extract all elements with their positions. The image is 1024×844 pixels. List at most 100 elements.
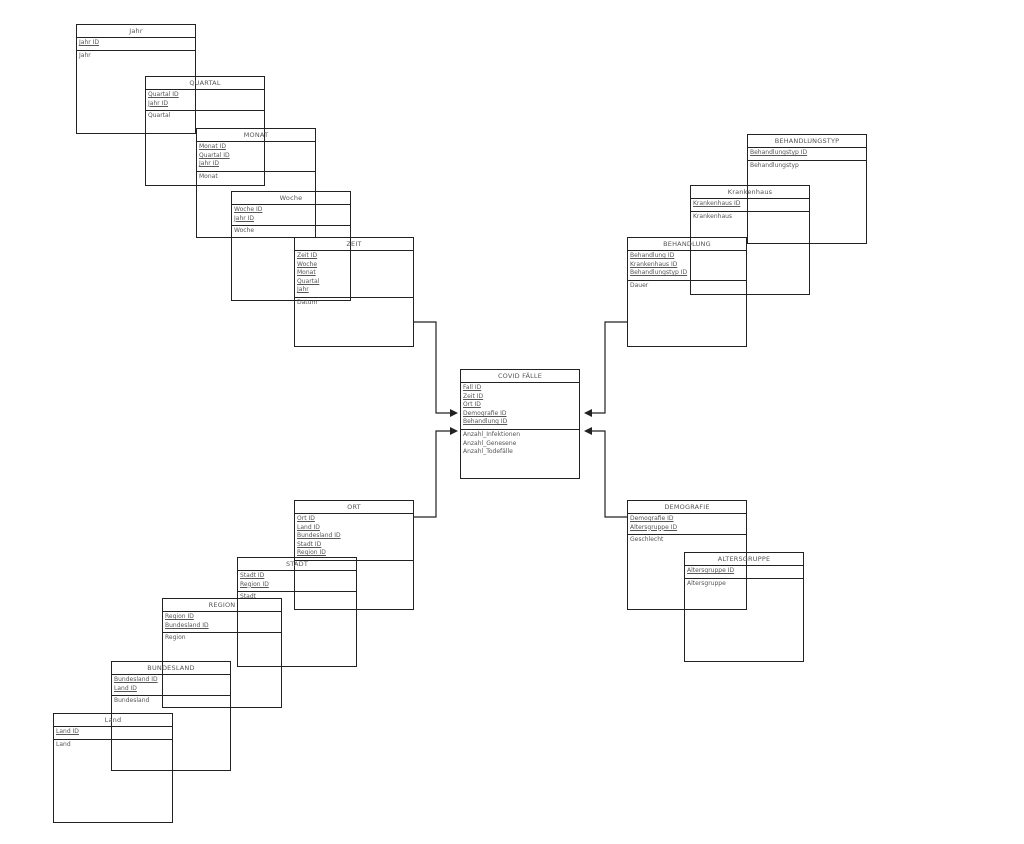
key-field: Ort ID <box>297 515 315 522</box>
key-field: Demografie ID <box>463 409 507 417</box>
entity-title: BEHANDLUNGSTYP <box>748 135 866 148</box>
key-field: Stadt ID <box>240 572 265 579</box>
key-field: Region ID <box>240 580 269 588</box>
attribute-field: Quartal <box>148 112 171 120</box>
entity-title: Krankenhaus <box>691 186 809 199</box>
attribute-field: Geschlecht <box>630 536 664 544</box>
entity-title: REGION <box>163 599 281 612</box>
relation-demografie-covid <box>592 430 627 518</box>
key-field: Quartal ID <box>148 91 179 98</box>
key-field: Woche <box>297 260 318 268</box>
entity-attributes: Region <box>163 633 281 644</box>
entity-attributes: Quartal <box>146 111 264 122</box>
relation-zeit-covid <box>414 321 450 414</box>
entity-title: BUNDESLAND <box>112 662 230 675</box>
attribute-field: Dauer <box>630 281 649 289</box>
entity-title: Woche <box>232 192 350 205</box>
relation-ort-covid <box>414 430 450 518</box>
key-field: Zeit ID <box>463 392 484 400</box>
entity-attributes: Land <box>54 740 172 751</box>
entity-attributes: Krankenhaus <box>691 212 809 223</box>
attribute-field: Anzahl_Genesene <box>463 439 517 447</box>
entity-attributes: Dauer <box>628 281 746 292</box>
attribute-field: Datum <box>297 298 318 306</box>
key-field: Woche ID <box>234 206 263 213</box>
entity-attributes: Geschlecht <box>628 535 746 546</box>
attribute-field: Monat <box>199 172 218 180</box>
key-field: Behandlungstyp ID <box>630 269 688 277</box>
entity-attributes: Monat <box>197 172 315 183</box>
arrowhead <box>584 409 592 417</box>
attribute-field: Krankenhaus <box>693 212 733 220</box>
key-field: Land ID <box>297 523 320 531</box>
entity-title: Jahr <box>77 25 195 38</box>
key-field: Region ID <box>165 613 194 620</box>
arrowhead <box>584 427 592 435</box>
attribute-field: Woche <box>234 227 255 235</box>
key-field: Jahr <box>297 286 309 294</box>
entity-title: ALTERSGRUPPE <box>685 553 803 566</box>
entity-attributes: Woche <box>232 226 350 237</box>
key-field: Bundesland ID <box>165 621 209 629</box>
key-field: Altersgruppe ID <box>630 523 678 531</box>
relation-behandlung-covid <box>592 321 627 414</box>
entity-title: DEMOGRAFIE <box>628 501 746 514</box>
key-field: Bundesland ID <box>297 532 341 540</box>
key-field: Region ID <box>297 549 326 557</box>
entity-keys: Jahr ID <box>77 38 195 51</box>
attribute-field: Behandlungstyp <box>750 161 799 169</box>
arrowhead <box>450 409 458 417</box>
attribute-field: Jahr <box>79 51 91 59</box>
key-field: Zeit ID <box>297 252 318 259</box>
key-field: Jahr ID <box>199 160 220 168</box>
key-field: Demografie ID <box>630 515 674 522</box>
entity-attributes: Stadt <box>238 592 356 603</box>
key-field: Behandlung ID <box>630 252 675 259</box>
key-field: Quartal <box>297 277 320 285</box>
entity-keys: Krankenhaus ID <box>691 199 809 212</box>
entity-title: MONAT <box>197 129 315 142</box>
entity-title: COVID FÄLLE <box>461 370 579 383</box>
key-field: Jahr ID <box>234 214 255 222</box>
key-field: Behandlungstyp ID <box>750 149 808 156</box>
entity-title: STADT <box>238 558 356 571</box>
key-field: Quartal ID <box>199 151 230 159</box>
entity-attributes: Bundesland <box>112 696 230 707</box>
attribute-field: Stadt <box>240 593 256 601</box>
key-field: Jahr ID <box>148 99 169 107</box>
entity-attributes: Jahr <box>77 51 195 62</box>
entity-title: ORT <box>295 501 413 514</box>
key-field: Land ID <box>56 728 79 735</box>
entity-title: BEHANDLUNG <box>628 238 746 251</box>
key-field: Stadt ID <box>297 540 322 548</box>
entity-keys: Behandlungstyp ID <box>748 148 866 161</box>
entity-title: QUARTAL <box>146 77 264 90</box>
key-field: Land ID <box>114 684 137 692</box>
